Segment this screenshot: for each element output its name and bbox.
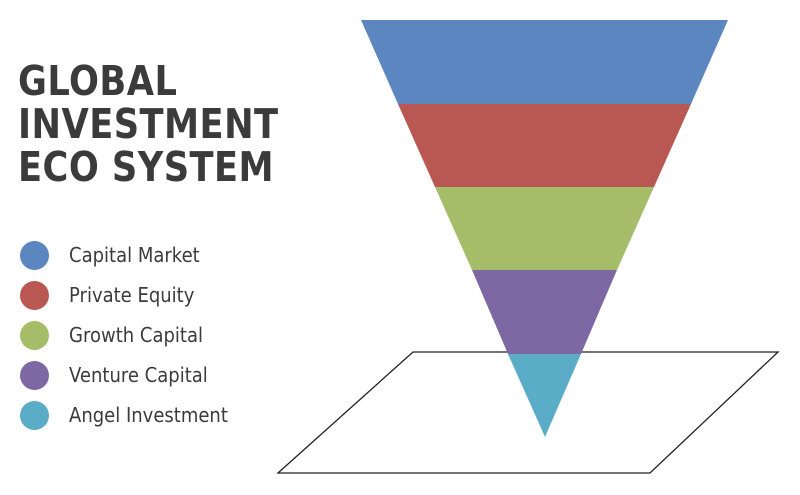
legend-swatch-angel-investment xyxy=(20,400,49,430)
legend-label-growth-capital: Growth Capital xyxy=(69,323,204,347)
funnel-layer-capital-market xyxy=(361,20,728,104)
funnel-layer-growth-capital xyxy=(435,187,654,270)
funnel-layer-angel-investment xyxy=(508,354,581,437)
platform-base xyxy=(276,351,780,474)
page-title: GLOBAL INVESTMENT ECO SYSTEM xyxy=(18,57,279,191)
legend-item-growth-capital: Growth Capital xyxy=(20,315,246,355)
funnel-layer-venture-capital xyxy=(472,270,617,354)
legend-swatch-capital-market xyxy=(20,240,49,270)
legend-label-venture-capital: Venture Capital xyxy=(69,363,208,387)
legend-item-venture-capital: Venture Capital xyxy=(20,355,246,395)
funnel-layer-private-equity xyxy=(398,104,691,187)
legend-item-private-equity: Private Equity xyxy=(20,275,246,315)
legend-label-private-equity: Private Equity xyxy=(69,283,195,307)
legend-label-angel-investment: Angel Investment xyxy=(69,403,228,427)
title-line-3: ECO SYSTEM xyxy=(18,143,275,191)
title-line-1: GLOBAL xyxy=(18,57,178,105)
title-line-2: INVESTMENT xyxy=(18,100,279,148)
legend-item-angel-investment: Angel Investment xyxy=(20,395,246,435)
legend-swatch-private-equity xyxy=(20,280,49,310)
legend-swatch-venture-capital xyxy=(20,360,49,390)
legend-item-capital-market: Capital Market xyxy=(20,235,246,275)
legend-label-capital-market: Capital Market xyxy=(69,243,200,267)
legend-swatch-growth-capital xyxy=(20,320,49,350)
legend: Capital Market Private Equity Growth Cap… xyxy=(20,235,246,435)
